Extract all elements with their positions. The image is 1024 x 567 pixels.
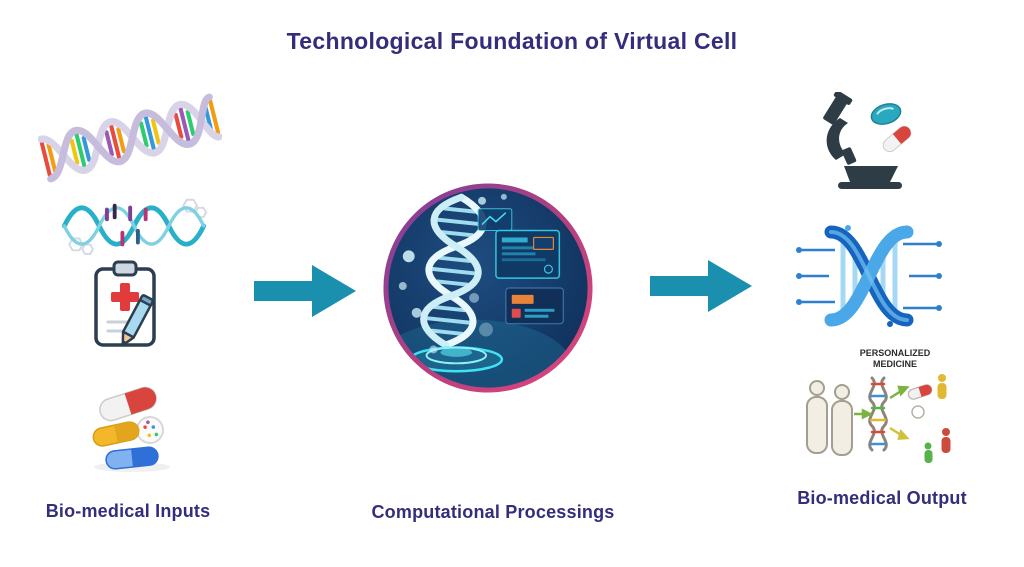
medical-clipboard-graphic: [94, 260, 156, 347]
inputs-label: Bio-medical Inputs: [45, 501, 211, 521]
holo-screens: [477, 208, 564, 325]
teal-pill: [870, 103, 902, 125]
personalized-medicine-title-line2: MEDICINE: [873, 359, 917, 369]
medical-cross: [111, 283, 139, 311]
virtual-cell-illustration: [379, 179, 597, 397]
page-title: Technological Foundation of Virtual Cell: [286, 28, 738, 54]
microscope-pills-icon: [800, 92, 915, 192]
virtual-cell-graphic: [383, 183, 593, 393]
arrow-right-icon: [254, 263, 358, 319]
processing-label: Computational Processings: [371, 502, 615, 522]
dna-circuit-icon: [793, 220, 945, 332]
flow-arrows-green: [854, 385, 910, 420]
dna-sequence-graphic: [62, 198, 208, 255]
round-pill: [911, 405, 925, 419]
microscope-graphic: [823, 92, 912, 189]
bubbles: [398, 193, 507, 354]
personalized-medicine-graphic: PERSONALIZED MEDICINE: [806, 348, 951, 463]
tiny-people: [924, 374, 951, 463]
pencil: [121, 294, 154, 347]
pills-graphic: [92, 386, 170, 472]
medical-clipboard-icon: [82, 258, 178, 354]
dna-sequence-wave-icon: [62, 196, 208, 256]
patient-figures: [806, 380, 853, 456]
dna-circuit-graphic: [796, 225, 942, 327]
small-capsule: [907, 384, 933, 400]
arrow-right-icon: [650, 258, 754, 314]
personalized-medicine-title-line1: PERSONALIZED: [860, 348, 931, 358]
flow-arrow-yellow: [889, 426, 910, 440]
pills-icon: [86, 378, 178, 474]
dna-helix-graphic: [38, 93, 222, 183]
dna-helix-icon: [38, 90, 222, 187]
capsule-pill: [882, 125, 912, 153]
output-label: Bio-medical Output: [797, 488, 967, 508]
personalized-medicine-icon: PERSONALIZED MEDICINE: [790, 340, 965, 472]
